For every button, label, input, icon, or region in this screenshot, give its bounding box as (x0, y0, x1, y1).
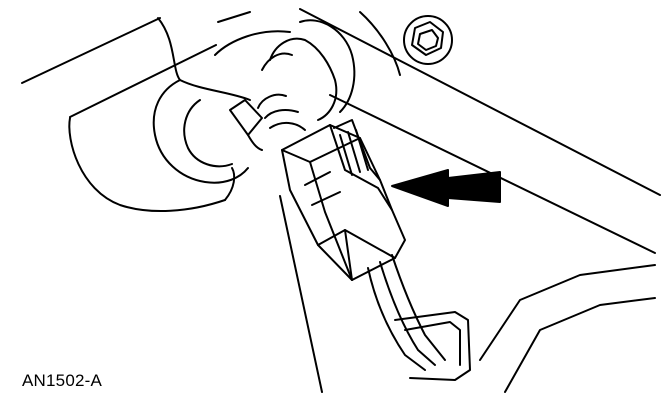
bolt-head (403, 15, 453, 65)
wiring-connector (281, 119, 406, 281)
figure-id-label: AN1502-A (22, 371, 103, 390)
mounting-bracket (394, 311, 471, 381)
wiring-harness (257, 19, 356, 131)
column-housing (68, 11, 401, 212)
connector-leads (367, 254, 446, 371)
body-panel-lines (21, 8, 661, 393)
callout-arrow-icon (391, 169, 501, 207)
